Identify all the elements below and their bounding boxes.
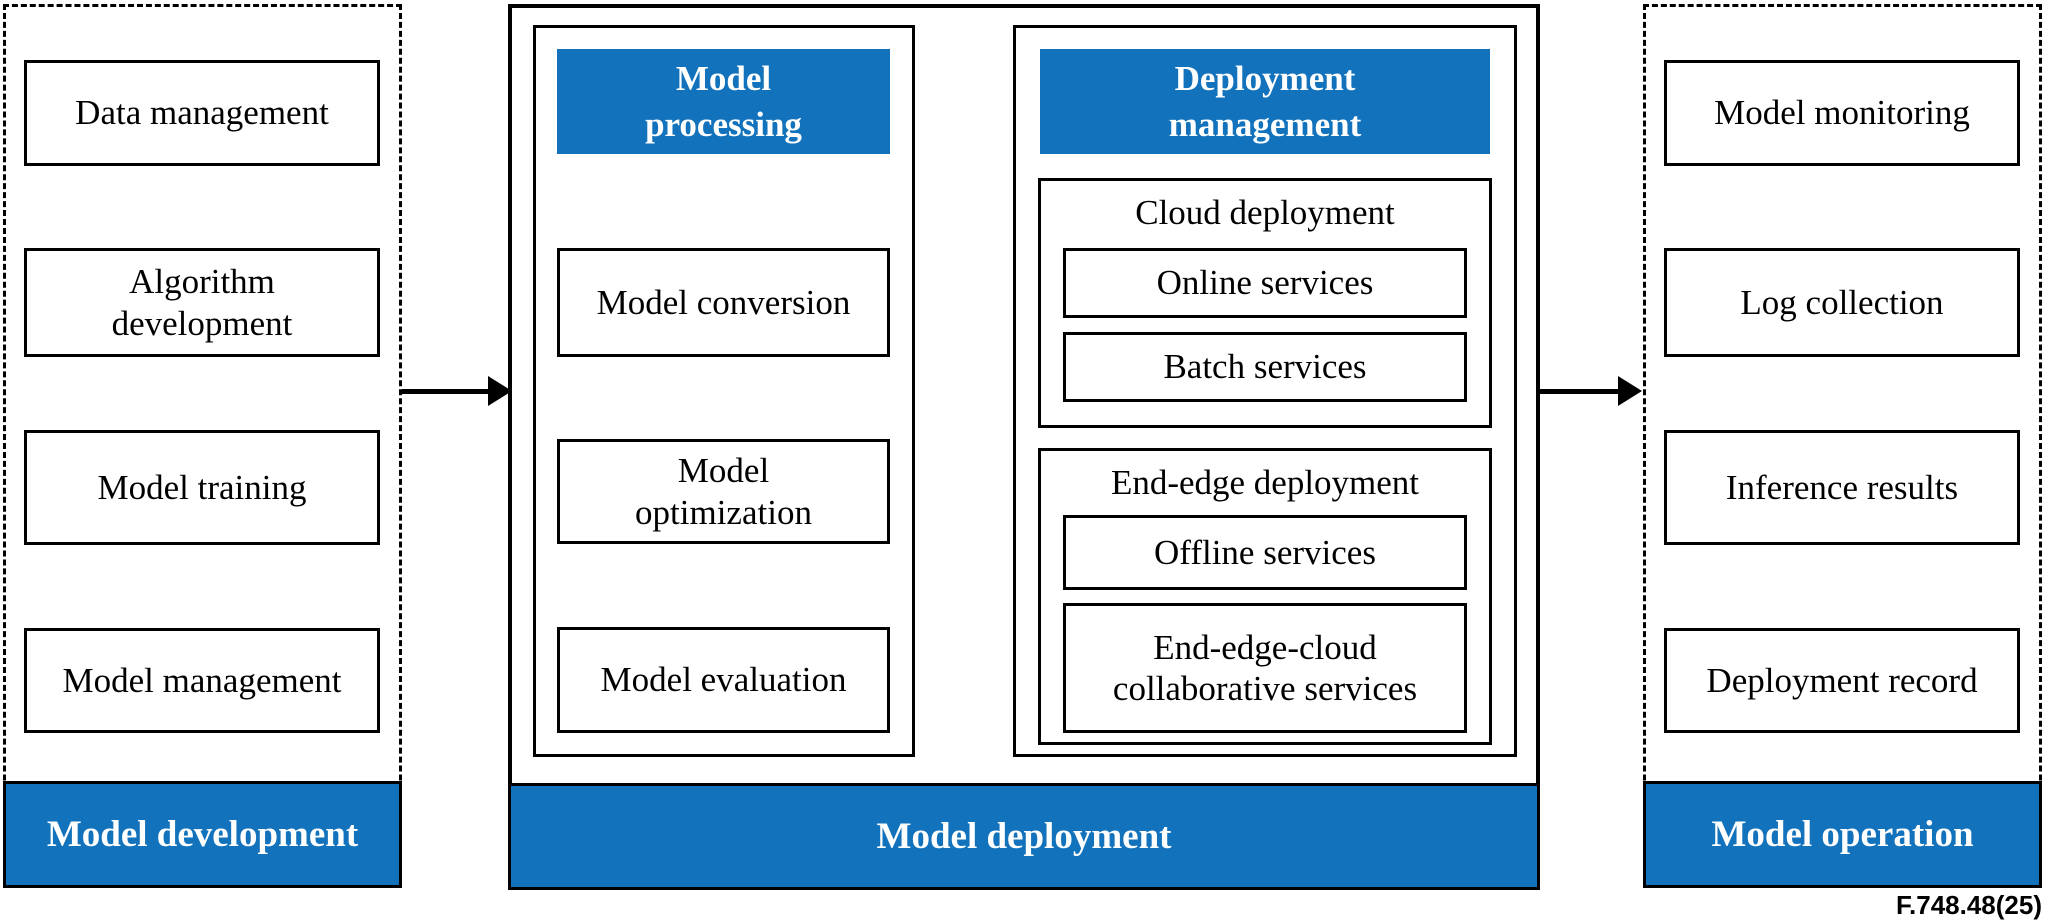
arrow-right-icon	[1618, 376, 1642, 406]
group-cloud-deployment: Cloud deployment Online services Batch s…	[1038, 178, 1492, 428]
box-data-management: Data management	[24, 60, 380, 166]
header-model-processing: Model processing	[557, 49, 890, 154]
box-model-monitoring: Model monitoring	[1664, 60, 2020, 166]
box-online-services: Online services	[1063, 248, 1467, 318]
box-end-edge-cloud-collaborative-services: End-edge-cloud collaborative services	[1063, 603, 1467, 733]
arrow-line	[1537, 389, 1620, 394]
box-model-management: Model management	[24, 628, 380, 733]
group-end-edge-deployment: End-edge deployment Offline services End…	[1038, 448, 1492, 745]
panel-deployment-management: Deployment management Cloud deployment O…	[1013, 25, 1517, 757]
box-log-collection: Log collection	[1664, 248, 2020, 357]
header-deployment-management: Deployment management	[1040, 49, 1490, 154]
box-model-evaluation: Model evaluation	[557, 627, 890, 733]
label-end-edge-deployment: End-edge deployment	[1110, 463, 1420, 502]
box-deployment-record: Deployment record	[1664, 628, 2020, 733]
label-cloud-deployment: Cloud deployment	[1135, 193, 1395, 232]
box-batch-services: Batch services	[1063, 332, 1467, 402]
footer-model-development: Model development	[3, 781, 402, 888]
phase-model-development: Data management Algorithm development Mo…	[3, 4, 402, 888]
box-inference-results: Inference results	[1664, 430, 2020, 545]
figure-number: F.748.48(25)	[1896, 890, 2042, 920]
footer-model-operation: Model operation	[1643, 781, 2042, 888]
arrow-line	[402, 389, 490, 394]
phase-model-operation: Model monitoring Log collection Inferenc…	[1643, 4, 2042, 888]
footer-model-deployment: Model deployment	[508, 783, 1540, 890]
panel-model-processing: Model processing Model conversion Model …	[533, 25, 915, 757]
box-offline-services: Offline services	[1063, 515, 1467, 590]
box-model-conversion: Model conversion	[557, 248, 890, 357]
phase-model-deployment: Model processing Model conversion Model …	[508, 4, 1540, 890]
box-algorithm-development: Algorithm development	[24, 248, 380, 357]
box-model-training: Model training	[24, 430, 380, 545]
box-model-optimization: Model optimization	[557, 439, 890, 544]
